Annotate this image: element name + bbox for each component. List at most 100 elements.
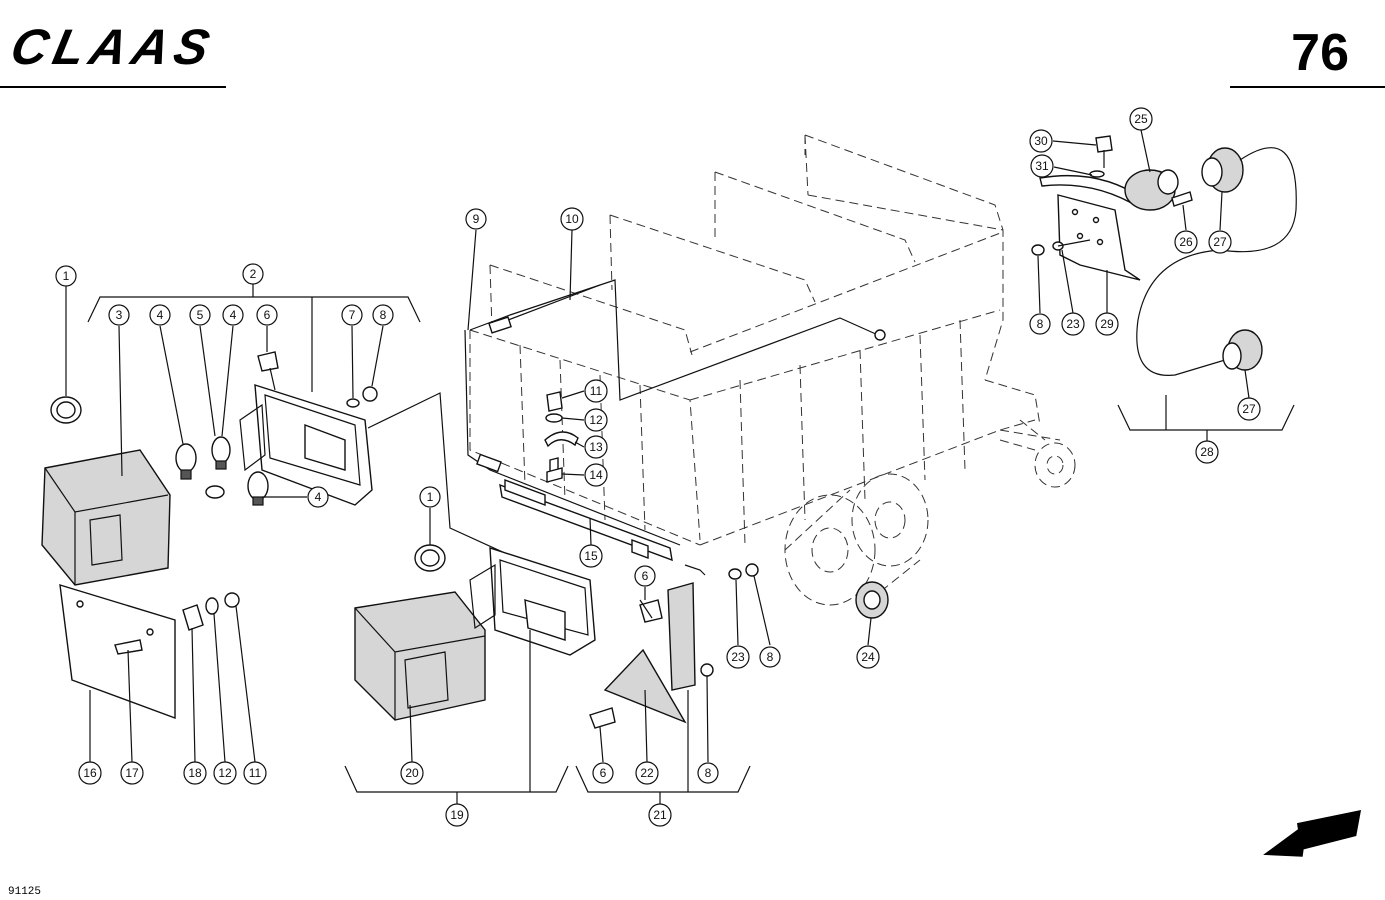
callout-20: 20 [400, 761, 424, 785]
callout-26: 26 [1174, 230, 1198, 254]
callout-27: 27 [1208, 230, 1232, 254]
callout-23: 23 [1061, 312, 1085, 336]
callout-19: 19 [445, 803, 469, 827]
callout-4: 4 [307, 486, 329, 508]
svg-text:27: 27 [1213, 235, 1227, 249]
callout-8: 8 [759, 646, 781, 668]
svg-text:10: 10 [565, 212, 579, 226]
svg-text:16: 16 [83, 766, 97, 780]
svg-text:7: 7 [349, 308, 356, 322]
callout-12: 12 [213, 761, 237, 785]
svg-text:27: 27 [1242, 402, 1256, 416]
callout-5: 5 [189, 304, 211, 326]
svg-text:8: 8 [705, 766, 712, 780]
number-plate-group [59, 584, 240, 720]
callout-8: 8 [1029, 313, 1051, 335]
svg-text:12: 12 [589, 413, 603, 427]
callout-8: 8 [697, 762, 719, 784]
svg-text:17: 17 [125, 766, 139, 780]
callout-1: 1 [419, 486, 441, 508]
callout-27: 27 [1237, 397, 1261, 421]
callout-12: 12 [584, 408, 608, 432]
svg-text:24: 24 [861, 650, 875, 664]
svg-text:2: 2 [250, 267, 257, 281]
callout-6: 6 [256, 304, 278, 326]
svg-text:26: 26 [1179, 235, 1193, 249]
svg-text:4: 4 [157, 308, 164, 322]
callout-17: 17 [120, 761, 144, 785]
svg-text:3: 3 [116, 308, 123, 322]
svg-text:11: 11 [249, 766, 262, 780]
callout-24: 24 [856, 645, 880, 669]
callout-14: 14 [584, 463, 608, 487]
callouts: 1 2 3 4 5 4 6 7 8 4 9 10 11 12 13 14 15 … [55, 107, 1261, 827]
svg-text:19: 19 [450, 808, 464, 822]
group-brackets [87, 284, 1295, 804]
callout-22: 22 [635, 761, 659, 785]
svg-text:8: 8 [1037, 317, 1044, 331]
svg-text:20: 20 [405, 766, 419, 780]
callout-18: 18 [183, 761, 207, 785]
trailer-wireframe [469, 134, 1076, 606]
left-lamp-assembly [41, 351, 521, 586]
svg-text:4: 4 [315, 490, 322, 504]
svg-text:1: 1 [427, 490, 434, 504]
svg-text:1: 1 [63, 269, 70, 283]
callout-25: 25 [1129, 107, 1153, 131]
brand-logo: CLAAS [6, 19, 220, 75]
callout-30: 30 [1029, 129, 1053, 153]
svg-text:29: 29 [1100, 317, 1114, 331]
svg-text:6: 6 [600, 766, 607, 780]
drawing-number: 91125 [8, 886, 41, 898]
svg-text:11: 11 [590, 384, 603, 398]
reflector-group [589, 563, 889, 729]
callout-13: 13 [584, 435, 608, 459]
callout-10: 10 [560, 207, 584, 231]
svg-text:28: 28 [1200, 445, 1214, 459]
svg-text:23: 23 [1066, 317, 1080, 331]
callout-9: 9 [465, 208, 487, 230]
callout-11: 11 [243, 761, 267, 785]
callout-15: 15 [579, 544, 603, 568]
callout-28: 28 [1195, 440, 1219, 464]
wiring-harness [464, 279, 886, 562]
callout-4: 4 [222, 304, 244, 326]
callout-16: 16 [78, 761, 102, 785]
svg-text:31: 31 [1035, 159, 1049, 173]
callout-1: 1 [55, 265, 77, 287]
right-lamp-assembly [354, 544, 596, 721]
socket-cable-group [1031, 135, 1297, 376]
leader-lines [65, 129, 1250, 763]
callout-11: 11 [584, 379, 608, 403]
callout-31: 31 [1030, 154, 1054, 178]
svg-text:30: 30 [1034, 134, 1048, 148]
clamp-parts [544, 391, 579, 483]
svg-text:22: 22 [640, 766, 654, 780]
svg-text:15: 15 [584, 549, 598, 563]
svg-text:6: 6 [642, 569, 649, 583]
svg-text:23: 23 [731, 650, 745, 664]
svg-text:5: 5 [197, 308, 204, 322]
svg-text:6: 6 [264, 308, 271, 322]
svg-text:14: 14 [589, 468, 603, 482]
callout-6: 6 [592, 762, 614, 784]
svg-text:8: 8 [767, 650, 774, 664]
callout-8: 8 [372, 304, 394, 326]
svg-text:13: 13 [589, 440, 603, 454]
svg-text:25: 25 [1134, 112, 1148, 126]
svg-text:21: 21 [653, 808, 667, 822]
page-number: 76 [1291, 24, 1349, 82]
callout-4: 4 [149, 304, 171, 326]
callout-7: 7 [341, 304, 363, 326]
direction-arrow-icon [1263, 810, 1362, 857]
callout-23: 23 [726, 645, 750, 669]
svg-text:8: 8 [380, 308, 387, 322]
svg-text:4: 4 [230, 308, 237, 322]
svg-text:9: 9 [473, 212, 480, 226]
callout-6: 6 [634, 565, 656, 587]
callout-21: 21 [648, 803, 672, 827]
svg-text:18: 18 [188, 766, 202, 780]
svg-text:12: 12 [218, 766, 232, 780]
callout-29: 29 [1095, 312, 1119, 336]
